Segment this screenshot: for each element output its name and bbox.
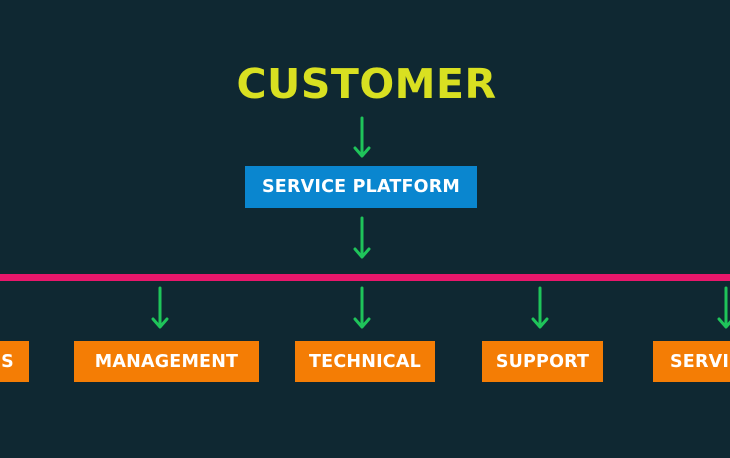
department-label: SERVIC	[670, 351, 730, 372]
department-label: ES	[0, 351, 14, 372]
department-label: SUPPORT	[495, 351, 590, 372]
department-label: MANAGEMENT	[94, 351, 239, 372]
arrow-bus-to-service	[717, 286, 730, 329]
distribution-bus-line	[0, 274, 730, 281]
arrow-platform-to-bus	[353, 216, 371, 259]
service-platform-label: SERVICE PLATFORM	[262, 177, 460, 197]
department-label: TECHNICAL	[309, 351, 421, 372]
arrow-bus-to-management	[151, 286, 169, 329]
service-platform-box: SERVICE PLATFORM	[245, 166, 477, 208]
department-box-technical: TECHNICAL	[295, 341, 435, 382]
department-box-support: SUPPORT	[482, 341, 603, 382]
arrow-bus-to-technical	[353, 286, 371, 329]
diagram-title: CUSTOMER	[236, 60, 497, 108]
department-box-management: MANAGEMENT	[74, 341, 259, 382]
department-box-partial-right: SERVIC	[653, 341, 730, 382]
arrow-customer-to-platform	[353, 116, 371, 158]
arrow-bus-to-support	[531, 286, 549, 329]
department-box-partial-left: ES	[0, 341, 29, 382]
